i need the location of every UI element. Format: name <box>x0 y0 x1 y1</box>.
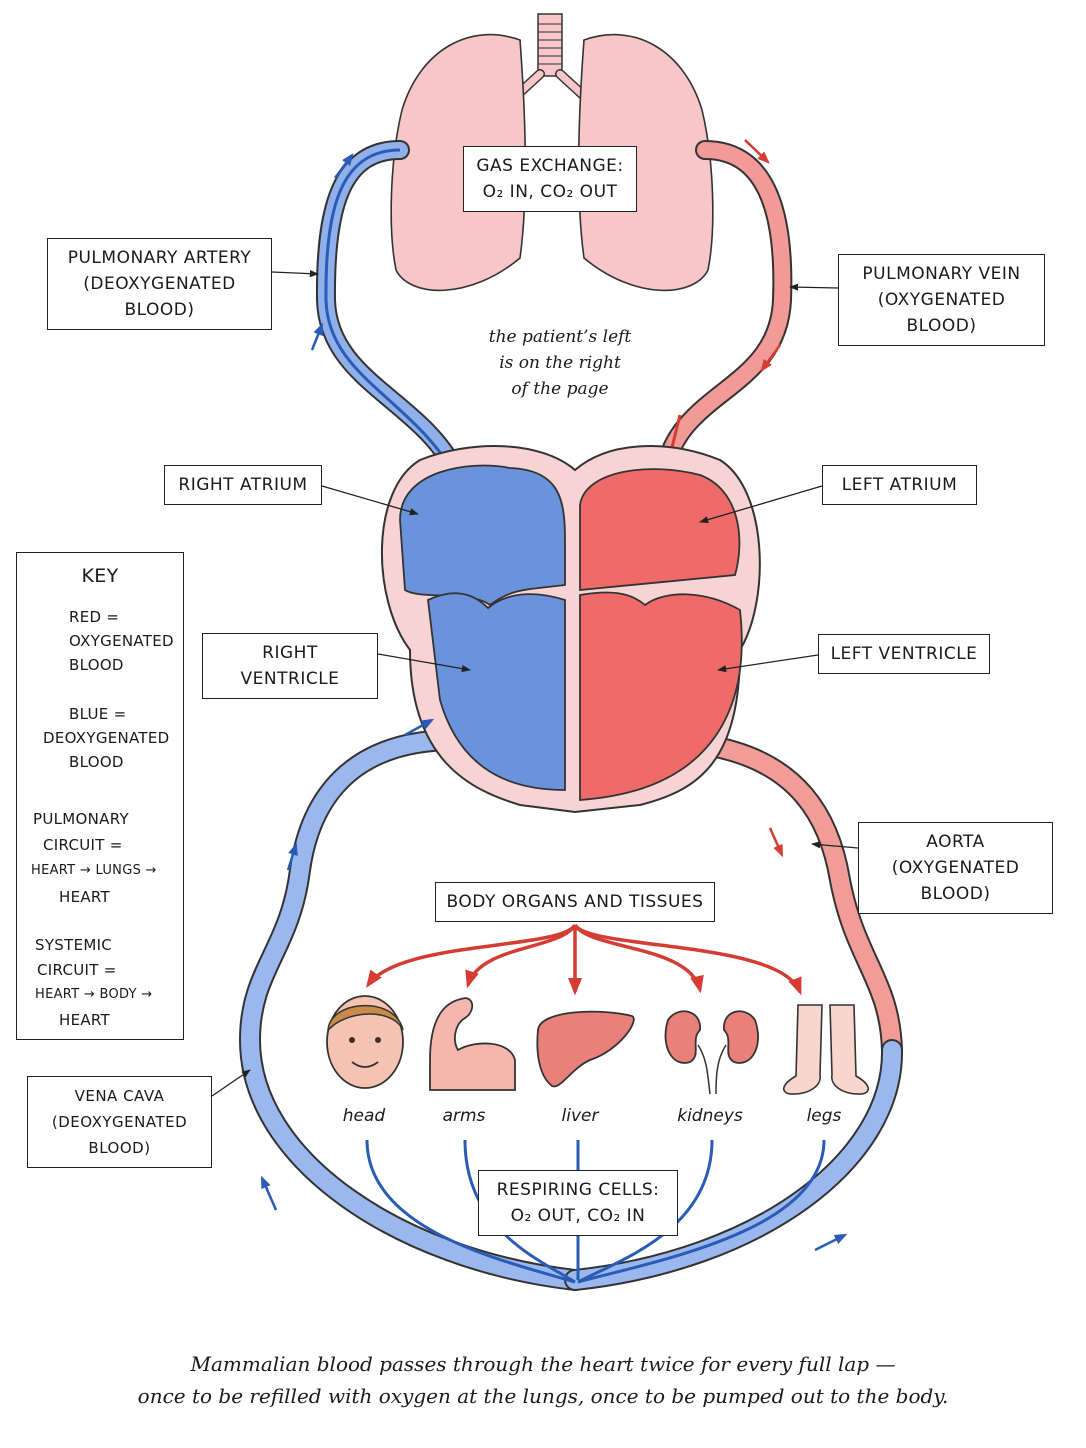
orientation-note-line3: of the page <box>511 379 609 399</box>
label-leader-lines <box>211 270 859 1097</box>
legs-icon <box>783 1004 869 1095</box>
key-pulmonary-line1: PULMONARY <box>33 810 129 828</box>
right-atrium-text: RIGHT ATRIUM <box>178 475 308 495</box>
aorta-line1: AORTA <box>926 832 985 852</box>
left-ventricle-label: LEFT VENTRICLE <box>818 634 990 674</box>
gas-exchange-label: GAS EXCHANGE: O₂ IN, CO₂ OUT <box>463 146 637 212</box>
pulmonary-artery-line1: PULMONARY ARTERY <box>67 248 252 268</box>
arterial-branches <box>365 923 802 996</box>
left-atrium-label: LEFT ATRIUM <box>822 465 977 505</box>
key-blue-line1: BLUE = <box>69 705 127 723</box>
figure-caption: Mammalian blood passes through the heart… <box>0 1348 1086 1412</box>
left-ventricle-text: LEFT VENTRICLE <box>830 644 978 664</box>
organ-label-liver: liver <box>561 1106 599 1126</box>
key-systemic-line3: HEART → BODY → <box>35 987 153 1002</box>
caption-line2: once to be refilled with oxygen at the l… <box>137 1384 949 1408</box>
vena-cava-line1: VENA CAVA <box>74 1087 165 1105</box>
pulmonary-vein-line1: PULMONARY VEIN <box>862 264 1021 284</box>
key-pulmonary-line4: HEART <box>59 888 111 906</box>
aorta <box>564 734 904 1291</box>
heart <box>381 445 761 814</box>
left-ventricle <box>579 591 743 801</box>
respiring-cells-line1: RESPIRING CELLS: <box>496 1180 660 1200</box>
left-atrium-text: LEFT ATRIUM <box>841 475 958 495</box>
liver-icon <box>536 1010 635 1088</box>
left-atrium <box>579 468 741 591</box>
pulmonary-artery <box>315 140 465 491</box>
orientation-note-line2: is on the right <box>499 353 621 373</box>
orientation-note: the patient’s left is on the right of th… <box>470 324 650 402</box>
right-ventricle <box>427 592 566 791</box>
right-ventricle-text: RIGHT VENTRICLE <box>240 643 340 689</box>
kidneys-icon <box>664 1010 759 1095</box>
flow-arrows <box>260 139 848 1252</box>
aorta-line2: (OXYGENATED BLOOD) <box>891 858 1020 904</box>
key-systemic-line2: CIRCUIT = <box>37 961 117 979</box>
vena-cava-line2: (DEOXYGENATED BLOOD) <box>51 1113 188 1157</box>
pulmonary-vein-label: PULMONARY VEIN (OXYGENATED BLOOD) <box>838 254 1045 346</box>
key-blue-line2: DEOXYGENATED <box>43 729 170 747</box>
body-organs-label: BODY ORGANS AND TISSUES <box>435 882 715 922</box>
key-systemic-line1: SYSTEMIC <box>35 936 113 954</box>
organ-label-arms: arms <box>442 1106 486 1126</box>
pulmonary-artery-line2: (DEOXYGENATED BLOOD) <box>83 274 236 320</box>
trachea <box>511 13 589 101</box>
caption-line1: Mammalian blood passes through the heart… <box>190 1352 896 1376</box>
right-atrium-label: RIGHT ATRIUM <box>164 465 322 505</box>
key-pulmonary-line3: HEART → LUNGS → <box>31 863 157 878</box>
organ-label-head: head <box>342 1106 386 1126</box>
organ-label-legs: legs <box>806 1106 842 1126</box>
organ-label-kidneys: kidneys <box>677 1106 743 1126</box>
respiring-cells-line2: O₂ OUT, CO₂ IN <box>510 1206 646 1226</box>
respiring-cells-label: RESPIRING CELLS: O₂ OUT, CO₂ IN <box>478 1170 678 1236</box>
pulmonary-vein-line2: (OXYGENATED BLOOD) <box>877 290 1006 336</box>
right-ventricle-label: RIGHT VENTRICLE <box>202 633 378 699</box>
gas-exchange-line2: O₂ IN, CO₂ OUT <box>482 182 618 202</box>
legend-key: KEY RED = OXYGENATED BLOOD BLUE = DEOXYG… <box>16 552 184 1040</box>
orientation-note-line1: the patient’s left <box>488 327 632 347</box>
body-organs-text: BODY ORGANS AND TISSUES <box>446 892 704 912</box>
key-pulmonary-line2: CIRCUIT = <box>43 836 123 854</box>
aorta-label: AORTA (OXYGENATED BLOOD) <box>858 822 1053 914</box>
key-blue-line3: BLOOD <box>69 753 124 771</box>
key-red-line3: BLOOD <box>69 656 124 674</box>
right-atrium <box>399 464 566 607</box>
pulmonary-artery-label: PULMONARY ARTERY (DEOXYGENATED BLOOD) <box>47 238 272 330</box>
gas-exchange-line1: GAS EXCHANGE: <box>476 156 624 176</box>
vena-cava <box>238 729 586 1291</box>
vena-cava-label: VENA CAVA (DEOXYGENATED BLOOD) <box>27 1076 212 1168</box>
key-red-line1: RED = <box>69 608 120 626</box>
arm-icon <box>429 997 516 1091</box>
key-systemic-line4: HEART <box>59 1011 111 1029</box>
key-red-line2: OXYGENATED <box>69 632 174 650</box>
head-icon <box>326 995 404 1089</box>
key-title: KEY <box>81 565 119 587</box>
